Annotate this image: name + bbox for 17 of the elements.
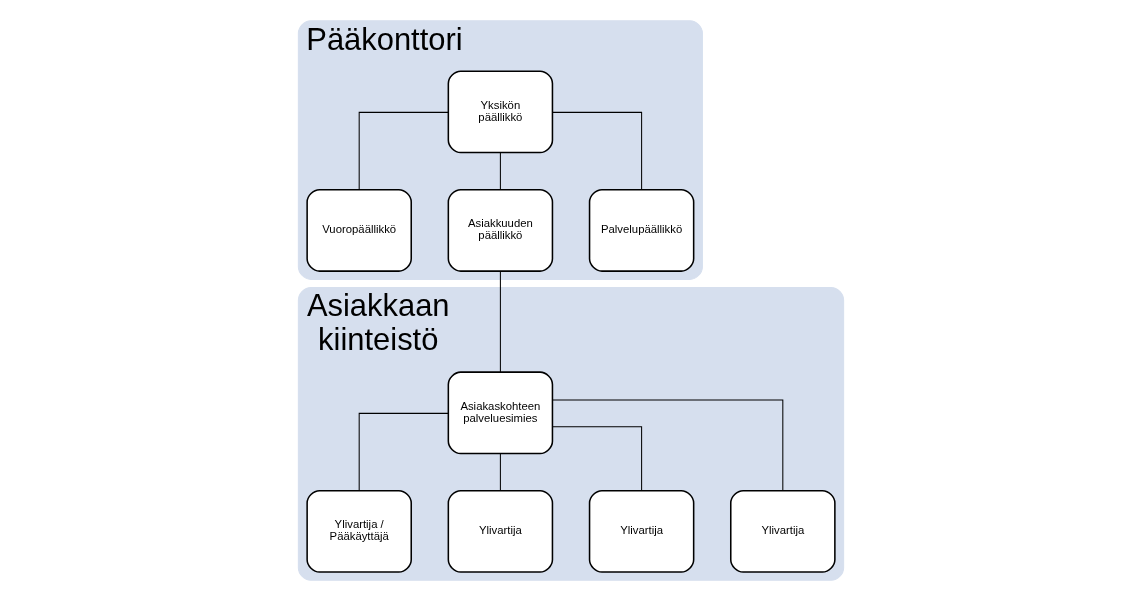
connector (499, 270, 501, 373)
connector (499, 152, 501, 191)
node-box: Vuoropäällikkö (305, 188, 412, 272)
connector (551, 426, 642, 492)
connector (499, 453, 501, 492)
node-box: Ylivartija (588, 489, 694, 573)
node-box: Asiakkuuden päällikkö (447, 188, 553, 272)
connector (358, 111, 449, 190)
connector (551, 111, 642, 190)
node-box: Ylivartija (447, 489, 553, 573)
connector (551, 399, 783, 492)
node-box: Yksikön päällikkö (447, 70, 553, 154)
connector (358, 412, 449, 491)
node-box: Ylivartija (729, 489, 836, 573)
node-box: Asiakaskohteen palveluesimies (447, 371, 553, 455)
node-box: Ylivartija / Pääkäyttäjä (305, 489, 412, 573)
node-box: Palvelupäällikkö (588, 188, 694, 272)
